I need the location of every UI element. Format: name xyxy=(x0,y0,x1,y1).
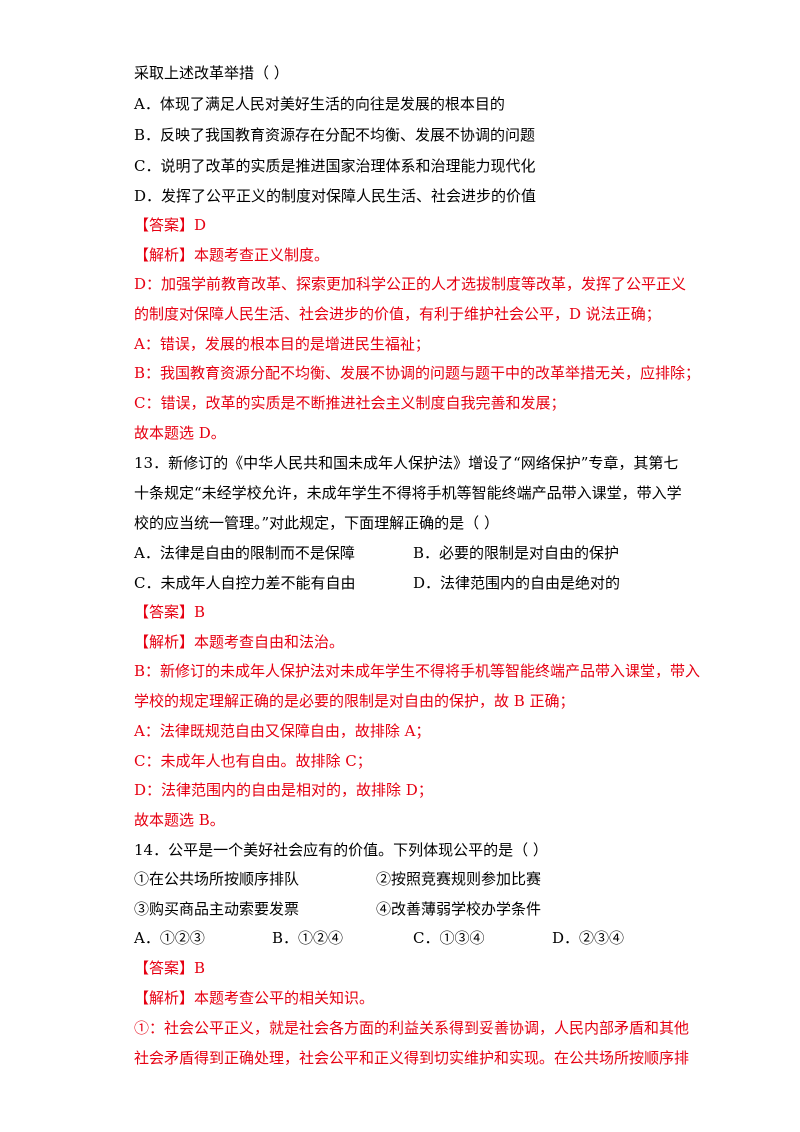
q14-option-d: D．②③④ xyxy=(552,929,625,947)
q13-stem: 校的应当统一管理。”对此规定，下面理解正确的是（ ） xyxy=(134,514,499,532)
q12-answer: 【答案】D xyxy=(134,216,207,234)
q14-option-c: C．①③④ xyxy=(413,929,485,947)
q13-option-c: C．未成年人自控力差不能有自由 xyxy=(134,574,356,592)
q13-analysis-line: 学校的规定理解正确的是必要的限制是对自由的保护，故 B 正确； xyxy=(134,692,575,710)
q13-analysis-title: 【解析】本题考查自由和法治。 xyxy=(134,633,345,651)
q14-item-1: ①在公共场所按顺序排队 xyxy=(134,870,300,888)
q14-option-b: B．①②④ xyxy=(272,929,344,947)
q12-analysis-line: B：我国教育资源分配不均衡、发展不协调的问题与题干中的改革举措无关，应排除； xyxy=(134,364,701,382)
question-stem-tail: 采取上述改革举措（ ） xyxy=(134,64,289,82)
q13-option-a: A．法律是自由的限制而不是保障 xyxy=(134,544,355,562)
q14-item-3: ③购买商品主动索要发票 xyxy=(134,900,300,918)
q14-answer: 【答案】B xyxy=(134,959,206,977)
q12-option-b: B．反映了我国教育资源存在分配不均衡、发展不协调的问题 xyxy=(134,126,536,144)
q13-option-b: B．必要的限制是对自由的保护 xyxy=(413,544,620,562)
q12-option-d: D．发挥了公平正义的制度对保障人民生活、社会进步的价值 xyxy=(134,187,537,205)
q12-option-a: A．体现了满足人民对美好生活的向往是发展的根本目的 xyxy=(134,95,505,113)
q14-analysis-line: 社会矛盾得到正确处理，社会公平和正义得到切实维护和实现。在公共场所按顺序排 xyxy=(134,1049,690,1067)
q13-answer: 【答案】B xyxy=(134,603,206,621)
q12-analysis-line: 的制度对保障人民生活、社会进步的价值，有利于维护社会公平，D 说法正确； xyxy=(134,305,661,323)
q12-conclusion: 故本题选 D。 xyxy=(134,424,226,442)
q13-stem: 13．新修订的《中华人民共和国未成年人保护法》增设了“网络保护”专章，其第七 xyxy=(134,454,679,472)
q12-analysis-line: D：加强学前教育改革、探索更加科学公正的人才选拔制度等改革，发挥了公平正义 xyxy=(134,275,687,293)
q14-analysis-title: 【解析】本题考查公平的相关知识。 xyxy=(134,989,375,1007)
q13-conclusion: 故本题选 B。 xyxy=(134,811,225,829)
q13-analysis-line: D：法律范围内的自由是相对的，故排除 D； xyxy=(134,781,433,799)
q12-option-c: C．说明了改革的实质是推进国家治理体系和治理能力现代化 xyxy=(134,157,536,175)
q14-stem: 14．公平是一个美好社会应有的价值。下列体现公平的是（ ） xyxy=(134,841,548,859)
q13-option-d: D．法律范围内的自由是绝对的 xyxy=(413,574,621,592)
q13-stem: 十条规定“未经学校允许，未成年学生不得将手机等智能终端产品带入课堂，带入学 xyxy=(134,484,682,502)
q12-analysis-line: A：错误，发展的根本目的是增进民生福祉； xyxy=(134,335,430,353)
q14-analysis-line: ①：社会公平正义，就是社会各方面的利益关系得到妥善协调，人民内部矛盾和其他 xyxy=(134,1019,690,1037)
q12-analysis-title: 【解析】本题考查正义制度。 xyxy=(134,246,330,264)
q12-analysis-line: C：错误，改革的实质是不断推进社会主义制度自我完善和发展； xyxy=(134,394,566,412)
q14-item-4: ④改善薄弱学校办学条件 xyxy=(376,900,542,918)
q13-analysis-line: C：未成年人也有自由。故排除 C； xyxy=(134,752,372,770)
q13-analysis-line: A：法律既规范自由又保障自由，故排除 A； xyxy=(134,722,431,740)
q14-item-2: ②按照竞赛规则参加比赛 xyxy=(376,870,542,888)
q14-option-a: A．①②③ xyxy=(134,929,205,947)
q13-analysis-line: B：新修订的未成年人保护法对未成年学生不得将手机等智能终端产品带入课堂，带入 xyxy=(134,662,701,680)
